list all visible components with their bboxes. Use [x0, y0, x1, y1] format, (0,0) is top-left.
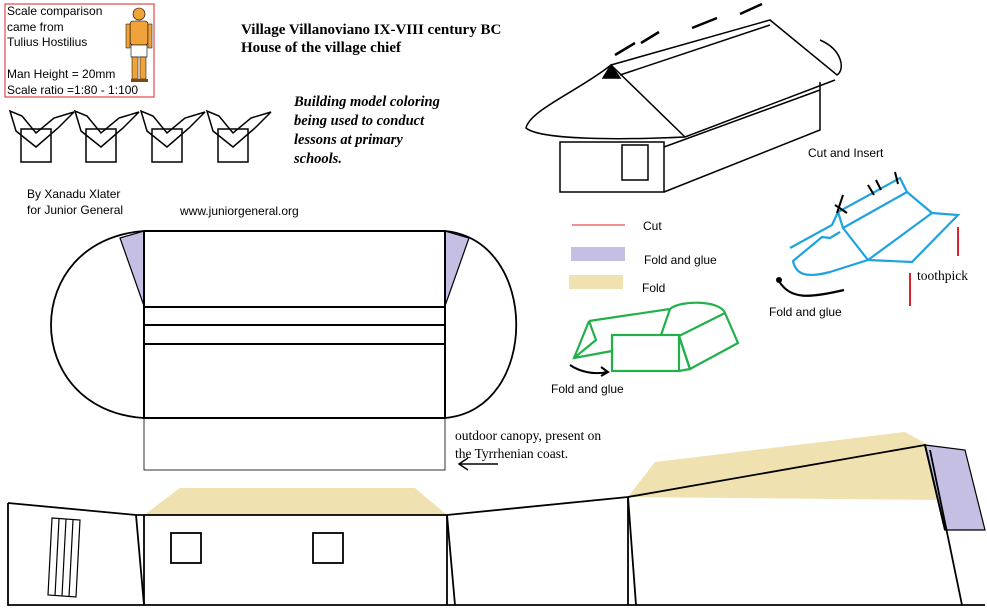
scale-text: Scale ratio =1:80 - 1:100 [7, 83, 138, 97]
website-link[interactable]: www.juniorgeneral.org [179, 204, 299, 218]
fold-glue-label: Fold and glue [551, 382, 624, 396]
window [312, 532, 344, 564]
canopy-piece [143, 417, 446, 471]
roof-ornament-piece [205, 109, 272, 163]
legend-fold-glue-label: Fold and glue [644, 253, 717, 267]
author-credit: for Junior General [27, 203, 123, 217]
author-credit: By Xanadu Xlater [27, 187, 120, 201]
curved-arrow-icon [778, 280, 845, 297]
note-text: being used to conduct [294, 113, 425, 129]
legend-fold-label: Fold [642, 281, 665, 295]
note-text: schools. [293, 151, 342, 167]
page-title: Village Villanoviano IX-VIII century BC [241, 22, 501, 38]
scale-comparison-box: Scale comparison came from Tulius Hostil… [4, 3, 155, 98]
roof-ornament-piece [8, 109, 75, 163]
note-text: lessons at primary [294, 132, 403, 148]
door [47, 517, 81, 598]
body-assembly-sketch [572, 301, 740, 373]
canopy-note: the Tyrrhenian coast. [455, 446, 568, 461]
legend-fold-swatch [569, 275, 623, 289]
legend: Cut Fold and glue Fold [569, 219, 717, 295]
fold-glue-label: Fold and glue [769, 305, 842, 319]
window [170, 532, 202, 564]
legend-fold-glue-swatch [571, 247, 625, 261]
canopy-note: outdoor canopy, present on [455, 428, 601, 443]
roof-assembly-sketch [789, 176, 961, 277]
man-figure-icon [125, 7, 153, 82]
cut-insert-label: Cut and Insert [808, 146, 884, 160]
curved-arrow-icon [569, 364, 608, 375]
house-illustration [525, 2, 842, 193]
arrow-left-icon [457, 457, 498, 471]
roof-plan-piece [50, 230, 517, 471]
scale-text: Scale comparison [7, 4, 102, 18]
ornament-marks [834, 171, 899, 214]
toothpick-label: toothpick [917, 268, 968, 283]
scale-text: Tulius Hostilius [7, 35, 87, 49]
legend-cut-label: Cut [643, 219, 662, 233]
scale-text: Man Height = 20mm [7, 67, 115, 81]
wall-strip-piece [7, 432, 986, 606]
roof-ornament-pieces [8, 109, 272, 163]
page-subtitle: House of the village chief [241, 40, 402, 56]
scale-text: came from [7, 20, 64, 34]
roof-ornament-piece [139, 109, 206, 163]
note-text: Building model coloring [293, 94, 440, 110]
roof-ornament-piece [73, 109, 140, 163]
